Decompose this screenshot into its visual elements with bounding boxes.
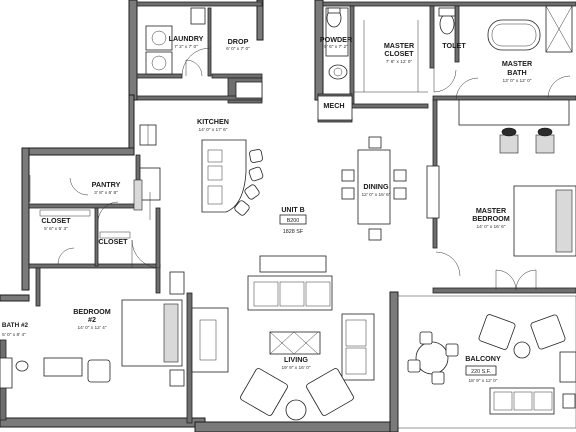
kitchen-label: KITCHEN [197, 117, 229, 126]
master-bedroom-label-2: BEDROOM [472, 214, 510, 223]
toilet-label: TOLET [442, 41, 466, 50]
master-bath-label-1: MASTER [502, 59, 533, 68]
unit-name: UNIT B [281, 207, 304, 214]
balcony-label: BALCONY [465, 354, 501, 363]
drop-dim: 6' 0" x 7' 0" [226, 46, 250, 52]
bedroom2-furniture [43, 271, 185, 387]
powder-dim: 5' 6" x 7' 2" [324, 44, 348, 50]
living-label: LIVING [284, 355, 308, 364]
laundry-dim: 7' 2" x 7' 0" [174, 44, 198, 50]
drop-label: DROP [228, 37, 249, 46]
pantry-dim: 3' 8" x 6' 8" [94, 190, 118, 196]
kitchen-dim: 14' 0" x 17' 6" [199, 127, 228, 133]
pantry-closet-doors [39, 177, 161, 269]
laundry-appliances [145, 7, 206, 75]
powder-label: POWDER [320, 35, 353, 44]
room-labels: LAUNDRY 7' 2" x 7' 0" DROP 6' 0" x 7' 0"… [2, 34, 533, 384]
master-bath-dim: 13' 0" x 12' 0" [503, 78, 532, 84]
bedroom2-dim: 14' 0" x 12' 4" [78, 325, 107, 331]
bedroom2-label-2: #2 [88, 315, 96, 324]
dining-table [341, 136, 407, 241]
bedroom2-label-1: BEDROOM [73, 307, 111, 316]
master-closet-label-2: CLOSET [384, 49, 414, 58]
balcony-dim: 18' 9" x 12' 0" [469, 378, 498, 384]
unit-code-box [279, 214, 307, 225]
master-closet-dim: 7' 6" x 12' 0" [386, 59, 413, 65]
living-furniture [191, 255, 375, 421]
interior-walls [0, 1, 576, 424]
master-bath-fixtures [455, 5, 573, 154]
master-closet-label-1: MASTER [384, 41, 415, 50]
dining-dim: 12' 0" x 15' 6" [362, 192, 391, 198]
dining-label: DINING [363, 182, 389, 191]
unit-code: B200 [287, 218, 300, 224]
closet2-label: CLOSET [98, 237, 128, 246]
living-dim: 19' 9" x 16' 0" [282, 365, 311, 371]
laundry-label: LAUNDRY [169, 34, 204, 43]
bath2-label: BATH #2 [2, 322, 29, 329]
bath2-fixtures [0, 357, 29, 389]
balcony-area: 220 S.F. [471, 369, 491, 375]
laundry-door[interactable] [185, 59, 203, 77]
mech-label: MECH [323, 101, 344, 110]
drop-door[interactable] [181, 47, 211, 77]
balcony-furniture [397, 295, 576, 429]
kitchen-island [201, 139, 264, 216]
balcony-area-box [465, 365, 497, 376]
powder-fixtures [326, 7, 348, 80]
toilet-fixtures [433, 7, 457, 93]
master-bath-label-2: BATH [507, 68, 526, 77]
unit-area: 1828 SF [283, 229, 304, 235]
master-bed [426, 165, 576, 291]
closet1-label: CLOSET [41, 216, 71, 225]
master-bedroom-dim: 14' 0" x 16' 6" [477, 224, 506, 230]
pantry-label: PANTRY [92, 180, 121, 189]
bath2-dim: 5' 0" x 8' 4" [2, 332, 26, 338]
closet1-dim: 5' 6" x 5' 3" [44, 226, 68, 232]
master-bedroom-label-1: MASTER [476, 206, 507, 215]
